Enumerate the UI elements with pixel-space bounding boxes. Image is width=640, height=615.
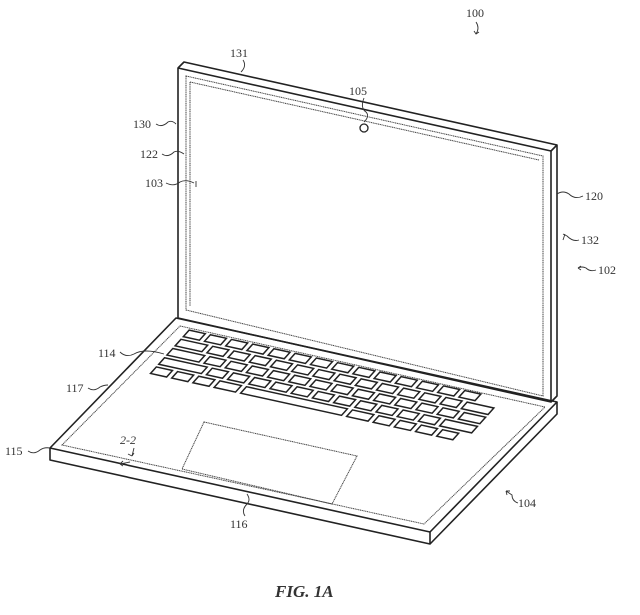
keyboard-key (414, 402, 440, 415)
keyboard-key (345, 409, 376, 422)
keyboard-key (181, 329, 207, 342)
keyboard-key (224, 338, 250, 351)
keyboard-key (173, 338, 210, 353)
keyboard-key (353, 399, 379, 412)
trackpad (181, 421, 358, 505)
label-130: 130 (133, 117, 151, 131)
keyboard-key (393, 397, 419, 410)
keyboard-key (203, 333, 228, 346)
keyboard-key (170, 370, 196, 383)
keyboard-key (393, 375, 419, 388)
keyboard-key (438, 418, 479, 434)
keyboard-key (287, 352, 313, 365)
label-102: 102 (598, 263, 616, 277)
keyboard-key (438, 396, 464, 409)
keyboard-key (247, 376, 273, 389)
label-115: 115 (5, 444, 23, 458)
keyboard-key (414, 424, 439, 436)
keyboard-key (245, 365, 270, 377)
figure-caption: FIG. 1A (274, 582, 334, 601)
keyboard-key (165, 347, 207, 363)
keyboard-key (459, 401, 496, 416)
keyboard-key (223, 360, 249, 373)
keyboard-key (191, 375, 217, 388)
label-114: 114 (98, 346, 116, 360)
keyboard-key (289, 385, 315, 398)
label-132: 132 (581, 233, 599, 247)
label-100: 100 (466, 6, 484, 20)
keyboard-key (374, 404, 400, 417)
label-103: 103 (145, 176, 163, 190)
keyboard-key (149, 366, 174, 378)
keyboard-key (245, 343, 271, 355)
keyboard-key (157, 356, 209, 375)
keyboard-key (457, 411, 488, 425)
keyboard-key (290, 364, 316, 376)
label-116: 116 (230, 517, 248, 531)
label-122: 122 (140, 147, 158, 161)
keyboard-key (205, 345, 231, 358)
keyboard-key (332, 373, 358, 386)
reference-labels: 100 131 105 130 122 103 120 132 102 114 … (5, 6, 616, 531)
keyboard-key (329, 383, 355, 396)
keyboard-key (308, 379, 334, 391)
keyboard-key (226, 350, 252, 362)
keyboard-key (457, 389, 483, 402)
keyboard-key (205, 367, 230, 380)
keyboard-key (435, 428, 461, 441)
keyboard-key (436, 385, 462, 397)
keyboard-key (311, 390, 336, 403)
label-104: 104 (518, 496, 536, 510)
camera-icon (359, 123, 369, 133)
keyboard-key (372, 393, 397, 405)
label-131: 131 (230, 46, 248, 60)
keyboard-key (247, 354, 273, 367)
keyboard-key (239, 385, 349, 417)
keyboard-key (351, 388, 376, 401)
label-117: 117 (66, 381, 84, 395)
keyboard-key (351, 366, 377, 379)
keyboard-key (266, 369, 291, 382)
keyboard-key (330, 361, 356, 374)
label-105: 105 (349, 84, 367, 98)
keyboard-key (309, 357, 334, 369)
keyboard-key (226, 372, 251, 384)
keyboard-key (311, 368, 337, 381)
keyboard-key (266, 347, 292, 360)
base-portion (49, 317, 558, 545)
keyboard-key (371, 414, 397, 427)
label-2-2: 2-2 (120, 433, 136, 447)
keyboard-key (372, 371, 398, 383)
keyboard-key (417, 413, 442, 426)
keyboard-key (415, 380, 440, 393)
keyboard-key (268, 381, 294, 394)
keyboard-key (212, 380, 243, 393)
keyboard-key (396, 387, 422, 400)
keyboard-key (287, 374, 313, 387)
keyboard-key (417, 391, 443, 404)
keyboard-key (332, 395, 357, 407)
keyboard-key (392, 419, 418, 432)
keyboard-key (395, 409, 421, 421)
keyboard-key (435, 406, 461, 419)
keyboard-key (202, 355, 228, 368)
keyboard (149, 329, 496, 441)
label-120: 120 (585, 189, 603, 203)
keyboard-key (269, 359, 294, 372)
keyboard-key (375, 382, 400, 395)
keyboard-key (353, 378, 379, 390)
